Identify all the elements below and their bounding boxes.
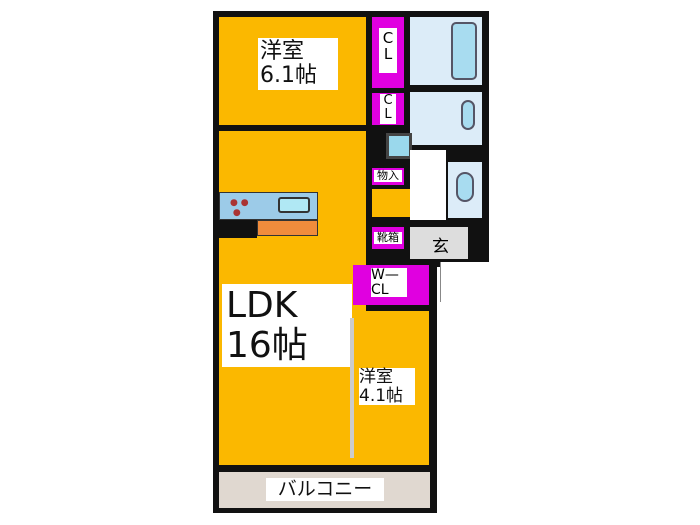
walk-in-closet-label: W— CL <box>371 267 407 298</box>
toilet-icon <box>456 172 474 202</box>
room-name: 洋室 <box>260 39 305 64</box>
washer-icon <box>386 133 412 159</box>
room-size: 4.1帖 <box>359 385 404 406</box>
kitchen-counter <box>219 192 318 220</box>
room-size: 16帖 <box>226 324 308 366</box>
room-name: LDK <box>226 285 298 326</box>
kitchen-wall <box>219 220 257 238</box>
sink-icon <box>461 100 475 130</box>
bathtub-icon <box>451 22 477 80</box>
entrance <box>410 227 468 259</box>
kitchen-sink-icon <box>278 197 310 213</box>
door-swing <box>440 262 490 302</box>
balcony-label: バルコニー <box>266 478 384 501</box>
wic-line2: CL <box>371 281 389 298</box>
stove-icon: ● ● ● <box>230 198 249 218</box>
room-name: 洋室 <box>359 367 393 387</box>
room-ldk-label: LDK 16帖 <box>222 284 352 368</box>
room-size: 6.1帖 <box>260 63 317 89</box>
closet-1-label: C L <box>379 28 397 73</box>
room-western-2-label: 洋室 4.1帖 <box>359 367 415 406</box>
entrance-label: 玄 <box>432 237 449 257</box>
room-western-1-label: 洋室 6.1帖 <box>258 38 338 91</box>
closet-2-label: C L <box>380 94 396 124</box>
kitchen-back-counter <box>257 220 318 236</box>
sliding-door <box>350 318 354 458</box>
shoebox-label: 靴箱 <box>374 232 402 244</box>
corridor <box>410 150 446 220</box>
wic-line1: W— <box>371 267 399 283</box>
storage-label: 物入 <box>374 170 402 182</box>
